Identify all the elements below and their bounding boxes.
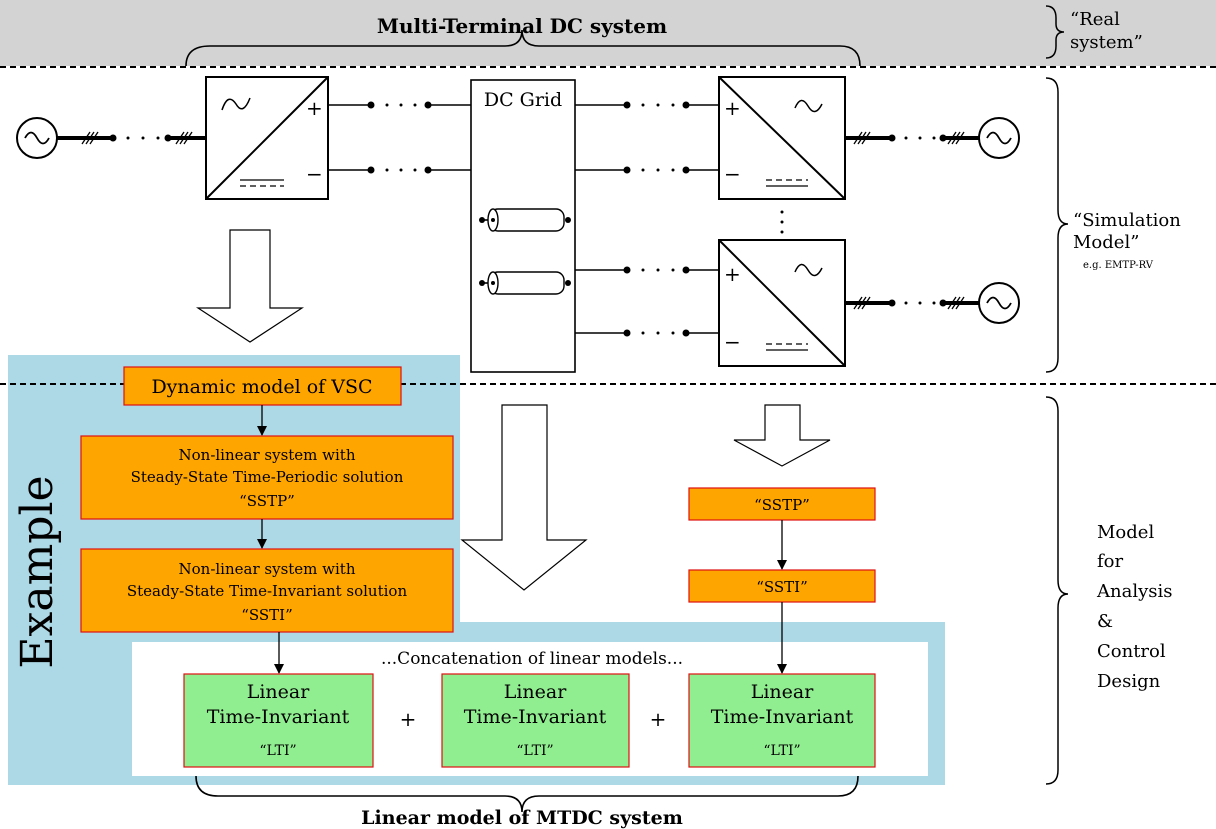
ac-source-right-2 [978,282,1020,324]
hollow-arrow-left [195,229,305,343]
lti-box-3-line-2: Time-Invariant [711,706,854,728]
real-system-band [0,0,1216,66]
lti-box-1-line-2: Time-Invariant [207,706,350,728]
analysis-label-3: Analysis [1096,581,1172,602]
plus-sign-1: + [400,707,417,731]
lti-box-2-line-2: Time-Invariant [464,706,607,728]
ac-source-right-1 [978,117,1020,159]
lti-box-1-abbr: “LTI” [259,743,296,759]
lti-box-2-line-1: Linear [504,681,568,703]
ssti-box-line-1: Non-linear system with [179,560,356,578]
example-label: Example [12,475,63,668]
simulation-tool-note: e.g. EMTP-RV [1083,260,1154,271]
sstp-box-line-3: “SSTP” [239,492,295,510]
ac-source-left [16,117,58,159]
concatenation-label: ...Concatenation of linear models... [381,649,683,669]
cable-icon-1 [479,208,571,232]
converter-right-1-minus: − [724,162,741,186]
real-system-brace [1045,5,1065,59]
lti-box-1 [183,673,374,768]
converter-left [205,76,329,200]
converter-right-2-plus: + [724,262,741,286]
lti-box-3 [688,673,876,768]
analysis-label-1: Model [1097,522,1154,543]
dc-grid-label: DC Grid [484,89,562,111]
converter-right-1 [718,76,846,200]
real-system-label-1: “Real [1070,9,1120,30]
lti-box-2-abbr: “LTI” [516,743,553,759]
ssti-small-label: “SSTI” [756,578,808,596]
converter-left-plus: + [306,96,323,120]
lti-box-3-abbr: “LTI” [763,743,800,759]
sstp-small-label: “SSTP” [754,496,810,514]
mtdc-brace [185,29,861,67]
sstp-box-line-1: Non-linear system with [179,446,356,464]
vsc-model-label: Dynamic model of VSC [151,376,372,398]
hollow-arrow-center [460,404,588,591]
sstp-box [80,435,454,520]
simulation-brace [1045,77,1069,373]
real-system-label-2: system” [1070,32,1143,53]
lti-box-1-line-1: Linear [247,681,311,703]
ssti-small-box [688,569,876,603]
converter-right-1-plus: + [724,96,741,120]
simulation-label-1: “Simulation [1073,210,1181,231]
ssti-box-line-2: Steady-State Time-Invariant solution [127,582,408,600]
analysis-label-5: Control [1097,641,1166,662]
analysis-label-2: for [1097,551,1123,572]
bottom-brace [195,775,859,813]
ssti-box [80,548,454,633]
vsc-model-box [123,366,402,406]
converter-right-2-minus: − [724,330,741,354]
plus-sign-2: + [650,707,667,731]
lti-box-2 [441,673,630,768]
ssti-box-line-3: “SSTI” [241,606,293,624]
sstp-small-box [688,487,876,521]
converter-left-minus: − [306,162,323,186]
cable-icon-2 [479,271,571,295]
bottom-title: Linear model of MTDC system [361,807,683,829]
lti-box-3-line-1: Linear [751,681,815,703]
analysis-label-4: & [1097,611,1113,632]
simulation-label-2: Model” [1073,232,1139,253]
sstp-box-line-2: Steady-State Time-Periodic solution [131,468,404,486]
analysis-brace [1045,396,1069,785]
analysis-label-6: Design [1097,671,1161,692]
converter-right-2 [718,239,846,367]
hollow-arrow-right [733,404,831,467]
